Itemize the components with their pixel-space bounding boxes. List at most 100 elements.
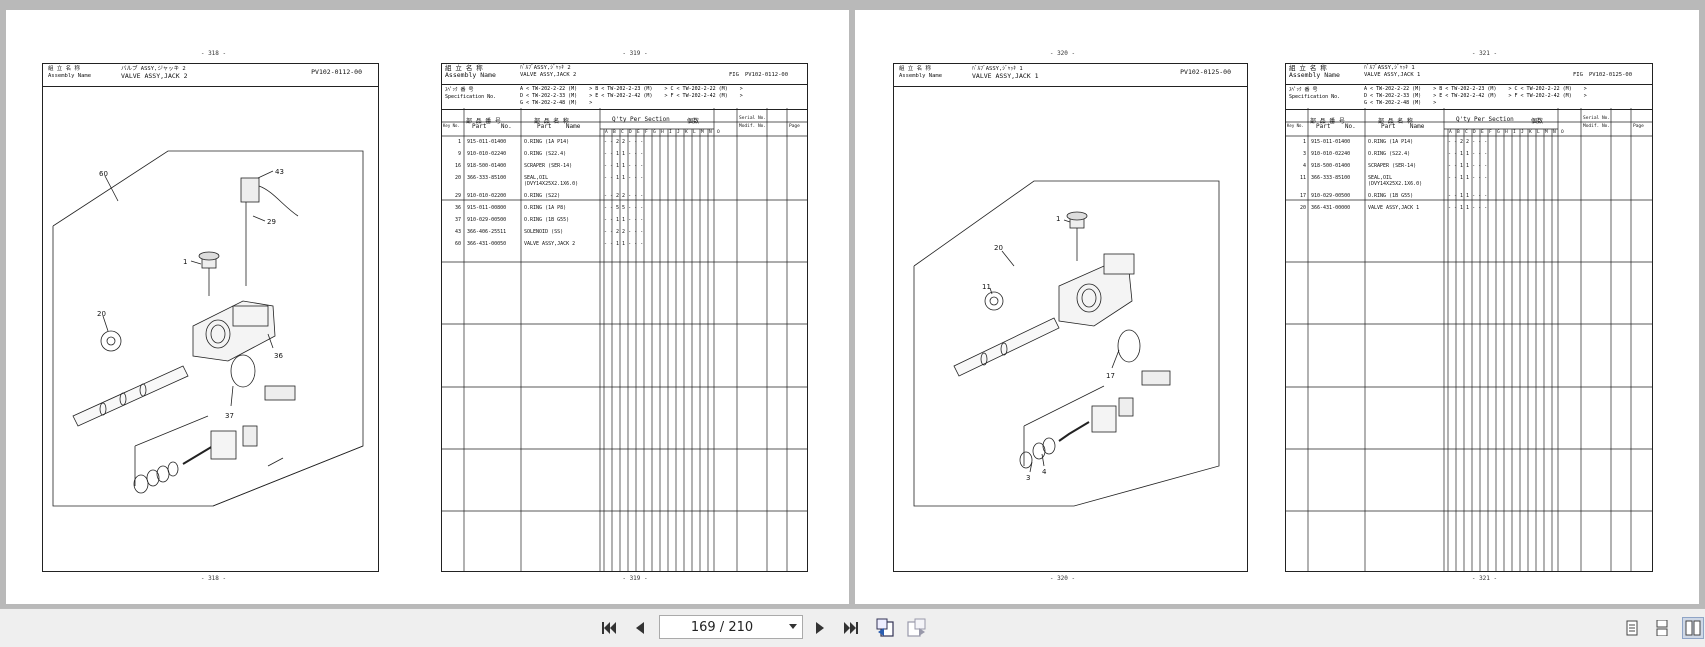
qty-cell: - - 1 1 - - -	[604, 217, 644, 223]
col-serial-no: Serial No.	[739, 116, 767, 121]
parts-list-frame: 組 立 名 称 Assembly Name ﾊﾞﾙﾌﾞASSY,ｼﾞｬｯｷ 2 …	[441, 63, 808, 572]
col-page: Page	[1633, 124, 1644, 129]
part-no-cell: 910-010-02240	[1311, 151, 1351, 157]
col-serial-no: Serial No.	[1583, 116, 1611, 121]
qty-letter: B	[1457, 130, 1460, 135]
qty-letter: E	[1481, 130, 1484, 135]
page-number-top: - 321 -	[1471, 50, 1498, 57]
two-page-view-button[interactable]	[1682, 617, 1704, 639]
spec-line: D < TW-202-2-33 (M) > E < TW-202-2-42 (M…	[520, 93, 743, 99]
sheet-right: - 320 - 組 立 名 称 Assembly Name ﾊﾞﾙﾌﾞASSY,…	[855, 10, 1699, 604]
callout-4: 4	[1042, 468, 1047, 476]
qty-cell: - - 1 1 - - -	[604, 175, 644, 181]
back-view-icon	[876, 618, 894, 637]
col-modif-no: Modif. No.	[1583, 124, 1611, 129]
col-part-name-en: Part Name	[1381, 123, 1425, 130]
assembly-label-jp: 組 立 名 称	[1289, 64, 1327, 72]
qty-letter: K	[1529, 130, 1532, 135]
first-page-icon	[602, 622, 616, 634]
key-no-cell: 1	[457, 139, 461, 145]
assembly-label-jp: 組 立 名 称	[48, 66, 80, 72]
part-name-cell: O.RING (1B G55)	[524, 217, 570, 223]
part-no-cell: 918-500-01400	[467, 163, 507, 169]
spec-label-en: Specification No.	[445, 94, 497, 100]
qty-letter: N	[1553, 130, 1556, 135]
assembly-label-jp: 組 立 名 称	[899, 66, 931, 72]
page-number-bottom: - 318 -	[200, 575, 227, 582]
page-number-field[interactable]: 169 / 210	[659, 615, 803, 639]
qty-cell: - - 1 1 - - -	[1448, 151, 1488, 157]
page-320: - 320 - 組 立 名 称 Assembly Name ﾊﾞﾙﾌﾞASSY,…	[855, 10, 1270, 604]
key-no-cell: 1	[1302, 139, 1306, 145]
qty-letter: A	[1449, 130, 1452, 135]
qty-cell: - - 2 2 - - -	[1448, 139, 1488, 145]
part-no-cell: 366-406-25511	[467, 229, 507, 235]
next-page-button[interactable]	[807, 617, 833, 639]
key-no-cell: 16	[454, 163, 461, 169]
qty-letter: L	[1537, 130, 1540, 135]
qty-letter: G	[653, 130, 656, 135]
page-321: - 321 - 組 立 名 称 Assembly Name ﾊﾞﾙﾌﾞASSY,…	[1270, 10, 1699, 604]
spec-line: D < TW-202-2-33 (M) > E < TW-202-2-42 (M…	[1364, 93, 1587, 99]
sheet-left: - 318 - 組 立 名 称 Assembly Name バルブ ASSY,ジ…	[6, 10, 849, 604]
two-page-icon	[1685, 620, 1701, 636]
first-page-button[interactable]	[596, 617, 622, 639]
qty-letter: L	[693, 130, 696, 135]
qty-letter: D	[1473, 130, 1476, 135]
prev-page-button[interactable]	[627, 617, 653, 639]
document-viewport[interactable]: - 318 - 組 立 名 称 Assembly Name バルブ ASSY,ジ…	[0, 0, 1705, 608]
page-number-bottom: - 319 -	[622, 575, 648, 582]
qty-cell: - - 1 1 - - -	[604, 151, 644, 157]
fig-label: FIG	[729, 72, 739, 78]
qty-letter: O	[1561, 130, 1564, 135]
col-key-header: Key No.	[1287, 123, 1304, 128]
spec-block: ｽﾍﾟｯｸ 番 号 Specification No. A < TW-202-2…	[1286, 84, 1652, 110]
parts-table-grid	[1286, 108, 1652, 571]
qty-letter: I	[1513, 130, 1516, 135]
part-name-cell: O.RING (1A P14)	[524, 139, 570, 145]
go-back-view-button[interactable]	[873, 617, 899, 639]
exploded-view-valve-jack-1: 20 1 11 17 4 3	[913, 180, 1220, 507]
fig-number: PV102-0125-00	[1589, 72, 1633, 78]
assembly-name-jp: バルブ ASSY,ジャッキ 2	[121, 66, 186, 72]
qty-letter: N	[709, 130, 712, 135]
part-name-cell: VALVE ASSY,JACK 2	[524, 241, 576, 247]
qty-letter: C	[621, 130, 624, 135]
single-page-view-button[interactable]	[1621, 617, 1643, 639]
qty-cell: - - 1 1 - - -	[604, 241, 644, 247]
qty-letter: M	[701, 130, 704, 135]
col-part-name-en: Part Name	[537, 123, 581, 130]
key-no-cell: 17	[1299, 193, 1306, 199]
col-modif-no: Modif. No.	[739, 124, 767, 129]
part-name-cell: O.RING (1A P14)	[1368, 139, 1414, 145]
part-no-cell: 910-010-02240	[467, 151, 507, 157]
last-page-button[interactable]	[838, 617, 864, 639]
chevron-down-icon[interactable]	[788, 619, 798, 633]
qty-letter: F	[1489, 130, 1492, 135]
qty-letter: O	[717, 130, 720, 135]
go-forward-view-button[interactable]	[904, 617, 930, 639]
part-name-cell: O.RING (S22.4)	[524, 151, 567, 157]
fig-number: PV102-0112-00	[745, 72, 789, 78]
qty-letter: K	[685, 130, 688, 135]
qty-cell: - - 1 1 - - -	[604, 163, 644, 169]
qty-letter: F	[645, 130, 648, 135]
qty-letter: E	[637, 130, 640, 135]
part-name-cell: O.RING (S22)	[524, 193, 561, 199]
spec-label-jp: ｽﾍﾟｯｸ 番 号	[1289, 87, 1318, 93]
continuous-view-button[interactable]	[1651, 617, 1673, 639]
part-no-cell: 915-011-01400	[1311, 139, 1351, 145]
part-name-cell: SEAL,OIL	[524, 175, 549, 181]
key-no-cell: 29	[454, 193, 461, 199]
spec-label-jp: ｽﾍﾟｯｸ 番 号	[445, 87, 474, 93]
spec-line: G < TW-202-2-48 (M) >	[520, 100, 593, 106]
continuous-page-icon	[1656, 620, 1668, 636]
forward-view-icon	[907, 618, 926, 637]
qty-letter: J	[677, 130, 680, 135]
part-no-cell: 915-011-01400	[467, 139, 507, 145]
assembly-name-en: VALVE ASSY,JACK 2	[520, 72, 577, 78]
col-part-no-en: Part No.	[1316, 123, 1356, 130]
page-number-bottom: - 321 -	[1471, 575, 1498, 582]
callout-20: 20	[97, 310, 106, 318]
parts-list-frame: 組 立 名 称 Assembly Name ﾊﾞﾙﾌﾞASSY,ｼﾞｬｯｷ 1 …	[1285, 63, 1653, 572]
